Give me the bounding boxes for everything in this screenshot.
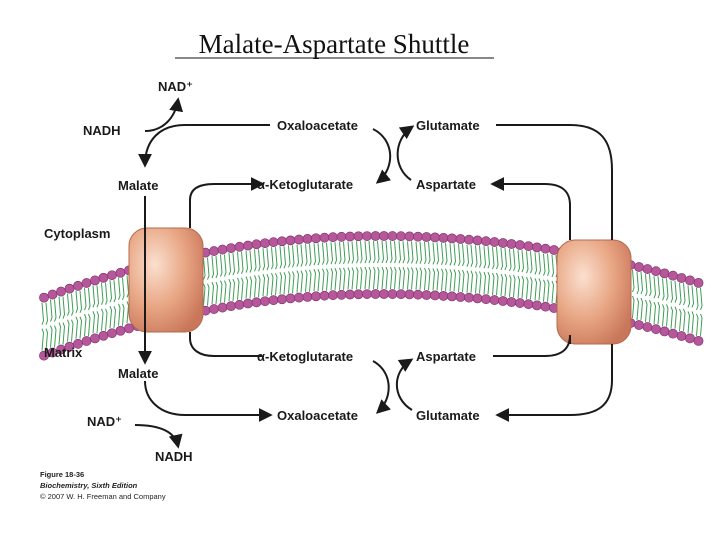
matrix-aspartate: Aspartate <box>416 349 476 364</box>
matrix-nadh: NADH <box>155 449 193 464</box>
figure-number: Figure 18-36 <box>40 470 84 479</box>
copyright-line: © 2007 W. H. Freeman and Company <box>40 492 166 501</box>
cytoplasm-nad-plus: NAD⁺ <box>158 79 193 94</box>
cytoplasm-label: Cytoplasm <box>44 226 110 241</box>
matrix-nad-plus: NAD⁺ <box>87 414 122 429</box>
page-title: Malate-Aspartate Shuttle <box>199 29 470 59</box>
cytoplasm-glutamate: Glutamate <box>416 118 480 133</box>
matrix-reaction-arrows <box>134 332 613 449</box>
book-title: Biochemistry, Sixth Edition <box>40 481 138 490</box>
matrix-oxaloacetate: Oxaloacetate <box>277 408 358 423</box>
cytoplasm-oxaloacetate: Oxaloacetate <box>277 118 358 133</box>
matrix-label: Matrix <box>44 345 83 360</box>
malate-alpha-ketoglutarate-transporter <box>128 227 204 333</box>
cytoplasm-alpha-ketoglutarate: α-Ketoglutarate <box>257 177 353 192</box>
glutamate-aspartate-transporter <box>556 239 632 345</box>
cytoplasm-malate: Malate <box>118 178 158 193</box>
cytoplasm-nadh: NADH <box>83 123 121 138</box>
cytoplasm-reaction-arrows <box>138 97 613 365</box>
matrix-alpha-ketoglutarate: α-Ketoglutarate <box>257 349 353 364</box>
cytoplasm-aspartate: Aspartate <box>416 177 476 192</box>
matrix-glutamate: Glutamate <box>416 408 480 423</box>
matrix-malate: Malate <box>118 366 158 381</box>
